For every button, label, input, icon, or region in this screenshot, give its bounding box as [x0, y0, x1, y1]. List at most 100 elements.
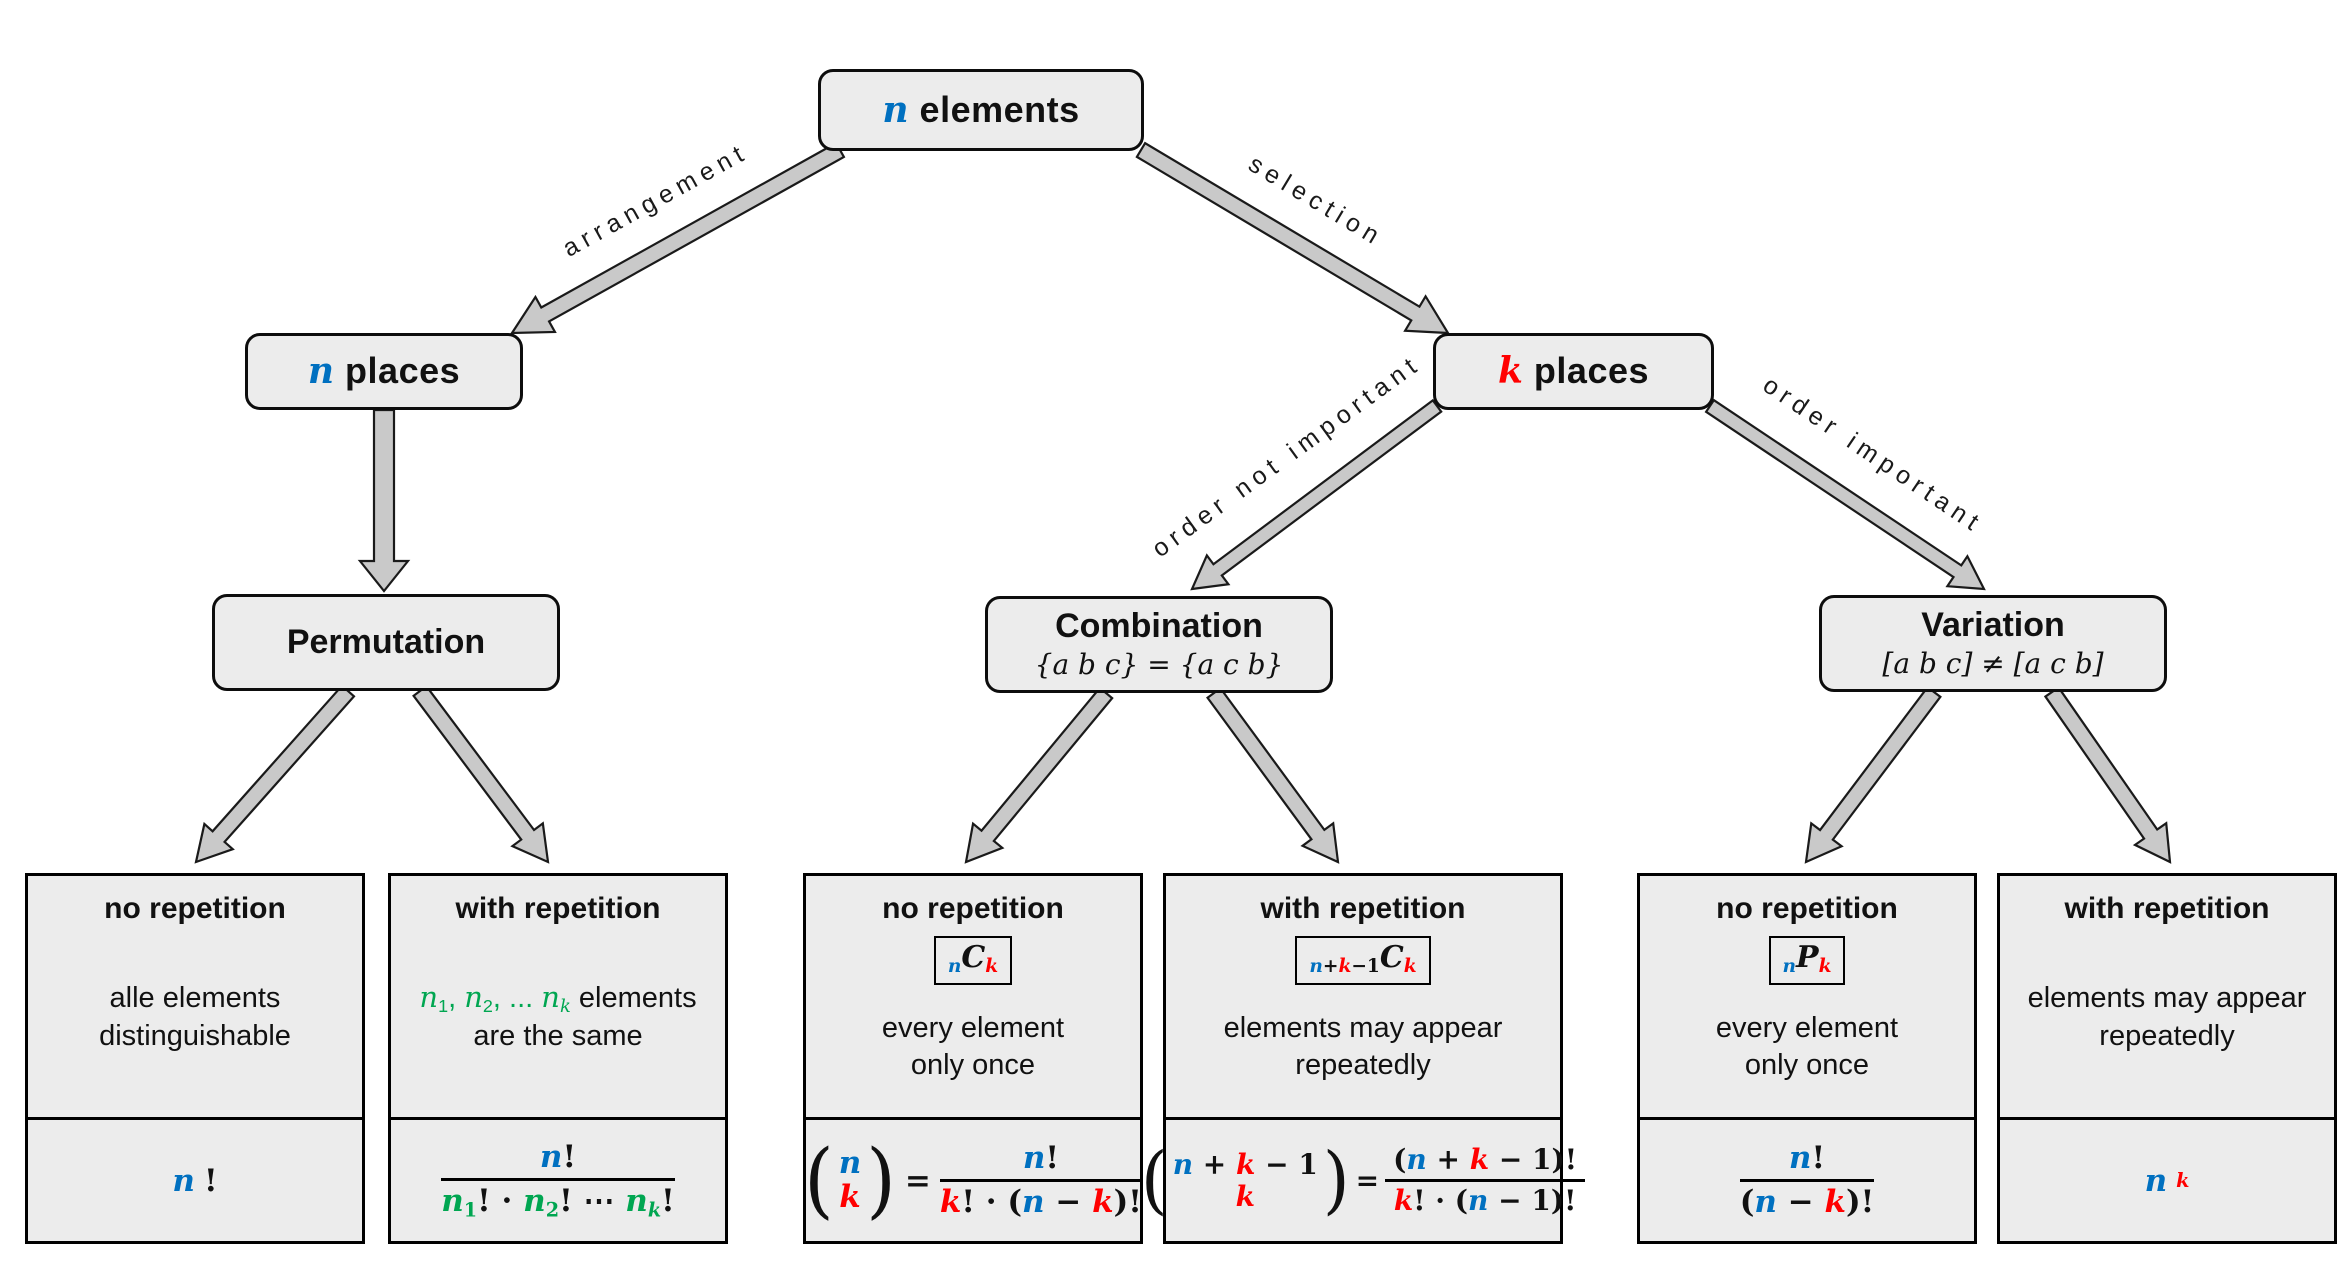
fraction: (n + k − 1)! k! · (n − 1)!	[1385, 1143, 1586, 1218]
card-variation-no-repetition-info: no repetition nPk every element only onc…	[1640, 876, 1974, 1120]
card-description-line: repeatedly	[1295, 1049, 1431, 1082]
math-token: ,	[448, 982, 465, 1015]
arrow-variation-no-repetition	[1804, 685, 1942, 864]
math-token: (	[1393, 1143, 1407, 1177]
card-combination-with-repetition-info: with repetition n+k−1Ck elements may app…	[1166, 876, 1560, 1120]
card-title: no repetition	[1716, 892, 1898, 925]
fraction-numerator: n!	[939, 1140, 1142, 1182]
math-token: =	[1355, 1164, 1380, 1197]
card-permutation-with-repetition-info: with repetition n1, n2, ... nk elements …	[391, 876, 725, 1120]
card-description-line: elements may appear	[2027, 982, 2307, 1015]
math-token: k	[1393, 1184, 1414, 1217]
math-token: − 1)!	[1488, 1184, 1577, 1217]
arrow-order-not-important	[1190, 398, 1443, 591]
math-token: 1	[438, 996, 449, 1017]
card-variation-with-repetition: with repetition elements may appear repe…	[1997, 873, 2337, 1244]
math-token: n	[541, 980, 560, 1015]
card-description-line: elements may appear	[1223, 1012, 1503, 1045]
math-token: k	[1403, 956, 1417, 978]
math-token: +	[1426, 1143, 1470, 1177]
card-permutation-no-repetition: no repetition alle elements distinguisha…	[25, 873, 365, 1244]
fraction-numerator: n!	[1739, 1139, 1875, 1182]
node-n-places: n places	[245, 333, 523, 410]
math-token: C	[961, 940, 986, 975]
fraction-denominator: k! · (n − 1)!	[1385, 1182, 1585, 1218]
equals-sign: =	[1356, 1164, 1379, 1197]
card-description-line: every element	[881, 1012, 1065, 1045]
math-token: n	[1754, 1184, 1777, 1220]
node-k-places-label: k places	[1498, 351, 1649, 392]
node-combination: Combination {a b c} = {a c b}	[985, 596, 1333, 693]
math-token: n	[1022, 1184, 1045, 1220]
binomial-stack: n + k − 1 k	[1168, 1149, 1323, 1212]
math-token: k	[1092, 1184, 1114, 1220]
card-combination-with-repetition: with repetition n+k−1Ck elements may app…	[1141, 873, 1586, 1244]
math-token: − 1	[1255, 1148, 1318, 1182]
math-token: P	[1796, 940, 1819, 975]
arrow-combination-with-repetition	[1206, 686, 1340, 864]
formula-permutations-of-n-choose-k: n! (n − k)!	[1739, 1139, 1875, 1221]
math-token: k	[1235, 1179, 1255, 1213]
math-token: n	[1788, 1139, 1812, 1176]
arrow-selection	[1135, 141, 1451, 335]
math-token: n	[838, 1144, 862, 1181]
node-n-places-label: n places	[308, 351, 460, 392]
card-description-line: alle elements	[109, 982, 281, 1015]
card-permutation-no-repetition-formula: n!	[28, 1120, 362, 1241]
node-combination-subtitle: {a b c} = {a c b}	[1034, 648, 1284, 682]
fraction-denominator: k! · (n − k)!	[940, 1182, 1142, 1221]
math-token: −1	[1351, 956, 1380, 978]
card-title: no repetition	[104, 892, 286, 925]
arrow-combination-no-repetition	[964, 686, 1114, 864]
symbol-nCk-badge: nCk	[933, 936, 1013, 986]
math-token: elements	[909, 88, 1080, 130]
math-token: −	[1044, 1184, 1093, 1220]
node-permutation: Permutation	[212, 594, 560, 691]
card-description-line: repeatedly	[2099, 1019, 2235, 1052]
fraction: n! n1! · n2! ⋯ nk!	[441, 1139, 675, 1222]
card-description: alle elements distinguishable	[99, 926, 291, 1117]
math-token: k	[559, 996, 571, 1018]
node-permutation-label: Permutation	[286, 622, 486, 661]
right-paren: )	[1322, 1136, 1350, 1224]
math-token: !	[203, 1162, 218, 1199]
card-permutation-with-repetition-formula: n! n1! · n2! ⋯ nk!	[391, 1120, 725, 1241]
formula-multinomial: n! n1! · n2! ⋯ nk!	[441, 1139, 675, 1222]
card-title: with repetition	[455, 892, 661, 925]
card-description-line: only once	[1744, 1049, 1870, 1082]
card-permutation-with-repetition: with repetition n1, n2, ... nk elements …	[388, 873, 728, 1244]
card-title: no repetition	[882, 892, 1064, 925]
binomial-top: n	[838, 1144, 862, 1181]
math-token: 2	[545, 1198, 560, 1222]
math-token: +	[1193, 1148, 1237, 1182]
card-combination-with-repetition-formula: ( n + k − 1 k ) = (n + k − 1)! k! · (n −…	[1141, 1120, 1586, 1241]
math-token: k	[1824, 1184, 1846, 1220]
math-token: ! ·	[477, 1183, 524, 1220]
math-token: k	[1236, 1148, 1256, 1182]
node-variation-subtitle: [a b c] ≠ [a c b]	[1882, 647, 2104, 681]
math-token: n	[947, 956, 962, 978]
fraction: n! (n − k)!	[1739, 1139, 1875, 1221]
math-token: k	[839, 1179, 861, 1216]
card-description-line: distinguishable	[99, 1019, 291, 1052]
math-token: k	[1338, 956, 1352, 978]
math-token: − 1)!	[1489, 1143, 1578, 1177]
math-token: n	[1468, 1184, 1489, 1217]
card-description-line: every element	[1715, 1012, 1899, 1045]
fraction-denominator: (n − k)!	[1740, 1182, 1875, 1221]
formula-n-factorial: n!	[172, 1163, 217, 1199]
card-description-line: n1, n2, ... nk elements	[419, 979, 696, 1018]
math-token: 2	[482, 996, 493, 1017]
card-description: every element only once	[882, 985, 1064, 1117]
math-token: −	[1776, 1184, 1825, 1220]
arrow-n-places-to-permutation	[357, 408, 411, 593]
math-token: n	[1172, 1148, 1194, 1182]
fraction-numerator: (n + k − 1)!	[1385, 1143, 1586, 1182]
math-token: n	[625, 1183, 648, 1220]
card-combination-no-repetition-info: no repetition nCk every element only onc…	[806, 876, 1140, 1120]
math-token: k	[1818, 956, 1832, 978]
